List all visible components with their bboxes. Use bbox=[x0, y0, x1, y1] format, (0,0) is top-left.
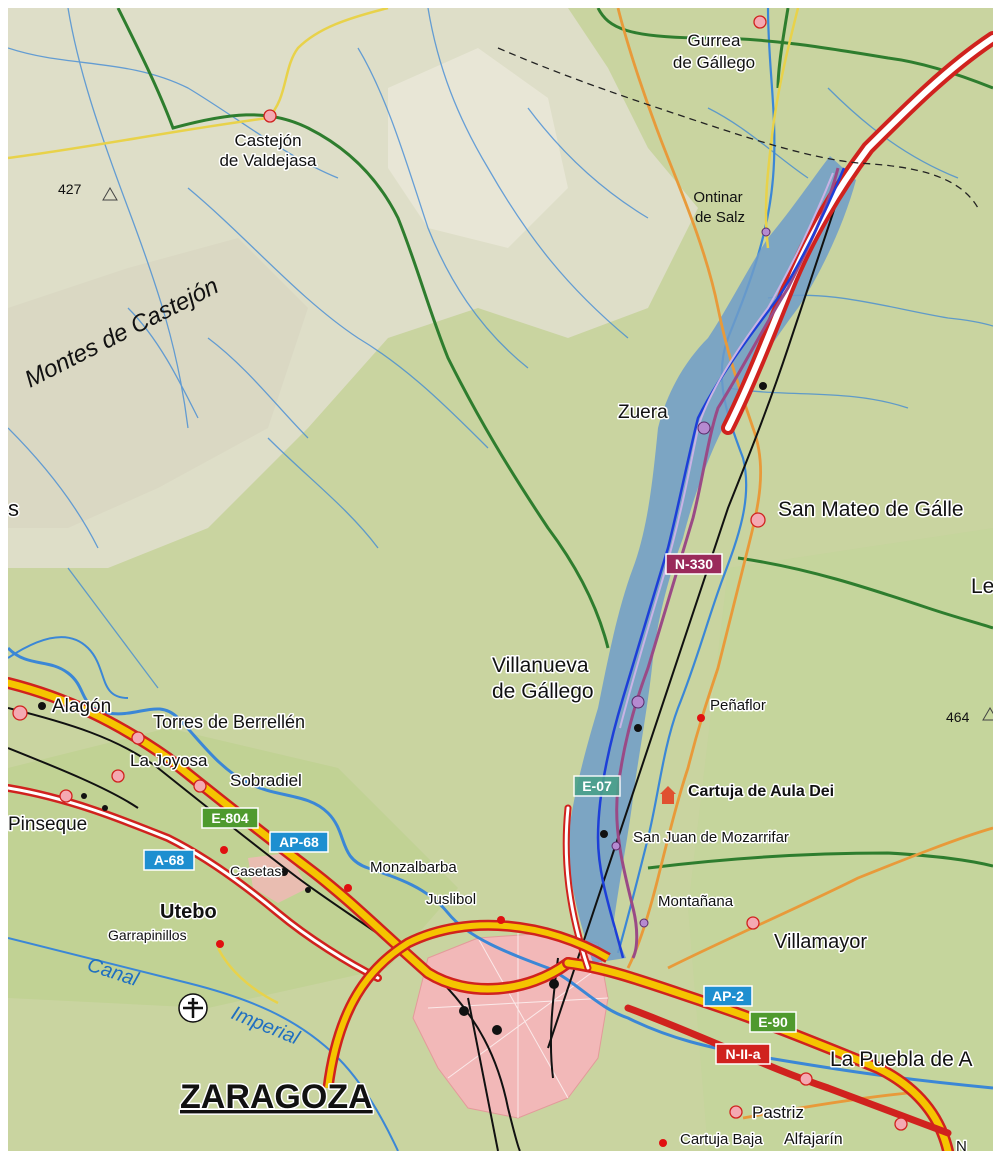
label-alfajarin: Alfajarín bbox=[784, 1131, 843, 1148]
boundary bbox=[497, 47, 979, 209]
local-roads bbox=[8, 8, 800, 1005]
shield-n330: N-330 bbox=[665, 553, 723, 575]
shield-n2a: N-II-a bbox=[715, 1043, 771, 1065]
ebro-river-loop bbox=[8, 636, 129, 699]
svg-text:E-07: E-07 bbox=[582, 778, 612, 794]
label-pastriz: Pastriz bbox=[752, 1103, 804, 1122]
label-zaragoza: ZARAGOZA bbox=[180, 1078, 373, 1116]
hills-relief-2 bbox=[8, 238, 308, 528]
label-zuera: Zuera bbox=[618, 402, 668, 423]
elevation-marker-464 bbox=[982, 707, 993, 721]
gallego-river bbox=[616, 8, 776, 954]
label-gurrea: Gurrea bbox=[688, 31, 741, 50]
route-rail bbox=[596, 167, 846, 959]
canal-imperial bbox=[8, 937, 399, 1151]
map-canvas[interactable]: Montes de Castejón Canal Imperial 427 46… bbox=[8, 8, 993, 1151]
station-points bbox=[38, 382, 767, 1035]
label-utebo: Utebo bbox=[160, 901, 217, 923]
svg-text:N-II-a: N-II-a bbox=[726, 1046, 761, 1062]
shield-e07: E-07 bbox=[573, 775, 621, 797]
town-points bbox=[12, 15, 908, 1131]
label-pinseque: Pinseque bbox=[8, 814, 87, 835]
green-roads bbox=[116, 8, 993, 870]
ebro-river bbox=[8, 646, 993, 1090]
label-la-puebla: La Puebla de A bbox=[830, 1048, 972, 1071]
label-villamayor: Villamayor bbox=[774, 931, 867, 953]
label-castejon-2: de Valdejasa bbox=[219, 151, 317, 170]
label-penaflor: Peñaflor bbox=[710, 697, 766, 714]
lowland-east bbox=[688, 528, 993, 1151]
map-svg[interactable]: Montes de Castejón Canal Imperial 427 46… bbox=[8, 8, 993, 1151]
label-juslibol: Juslibol bbox=[426, 891, 476, 908]
svg-text:A-68: A-68 bbox=[154, 852, 185, 868]
label-casetas: Casetas bbox=[230, 863, 281, 879]
svg-text:N-330: N-330 bbox=[675, 556, 713, 572]
label-edge-s: s bbox=[8, 496, 19, 521]
casetas-urban bbox=[248, 853, 308, 903]
label-san-juan: San Juan de Mozarrifar bbox=[633, 829, 789, 846]
village-points bbox=[216, 714, 705, 1147]
label-san-mateo: San Mateo de Gálle bbox=[778, 498, 964, 521]
svg-text:E-804: E-804 bbox=[211, 810, 249, 826]
airport-icon bbox=[178, 993, 208, 1023]
label-castejon: Castejón bbox=[234, 131, 301, 150]
railways bbox=[8, 167, 849, 1151]
regional-roads bbox=[616, 8, 993, 1120]
study-corridor bbox=[568, 156, 856, 963]
ring-road-fill bbox=[325, 922, 610, 1089]
svg-text:AP-68: AP-68 bbox=[279, 834, 319, 850]
shield-e804: E-804 bbox=[201, 807, 259, 829]
label-torres: Torres de Berrellén bbox=[153, 712, 305, 732]
corridor-points bbox=[611, 227, 771, 928]
label-cartuja-baja: Cartuja Baja bbox=[680, 1131, 763, 1148]
label-montanana: Montañana bbox=[658, 893, 734, 910]
route-n330 bbox=[615, 167, 840, 959]
label-edge-n: N bbox=[956, 1138, 967, 1151]
label-monzalbarba: Monzalbarba bbox=[370, 859, 457, 876]
label-cartuja-aula-dei: Cartuja de Aula Dei bbox=[688, 783, 834, 800]
monastery-icon bbox=[660, 786, 676, 804]
label-ontinar: Ontinar bbox=[693, 189, 742, 206]
svg-text:AP-2: AP-2 bbox=[712, 988, 744, 1004]
svg-text:E-90: E-90 bbox=[758, 1014, 788, 1030]
label-elevation-427: 427 bbox=[58, 181, 82, 197]
shield-e90: E-90 bbox=[749, 1011, 797, 1033]
label-elevation-464: 464 bbox=[946, 709, 970, 725]
shield-ap68: AP-68 bbox=[269, 831, 329, 853]
label-villanueva-2: de Gállego bbox=[492, 680, 594, 703]
label-le: Le bbox=[971, 575, 993, 598]
label-gurrea-2: de Gállego bbox=[673, 53, 755, 72]
label-la-joyosa: La Joyosa bbox=[130, 751, 208, 770]
label-villanueva: Villanueva bbox=[492, 654, 589, 677]
label-garrapinillos: Garrapinillos bbox=[108, 927, 187, 943]
shield-ap2: AP-2 bbox=[703, 985, 753, 1007]
label-ontinar-2: de Salz bbox=[695, 209, 745, 226]
shield-a68: A-68 bbox=[143, 849, 195, 871]
elevation-marker-427 bbox=[102, 187, 118, 201]
hills-relief-3 bbox=[388, 48, 568, 248]
label-sobradiel: Sobradiel bbox=[230, 771, 302, 790]
label-alagon: Alagón bbox=[52, 696, 111, 717]
streams bbox=[8, 8, 993, 689]
